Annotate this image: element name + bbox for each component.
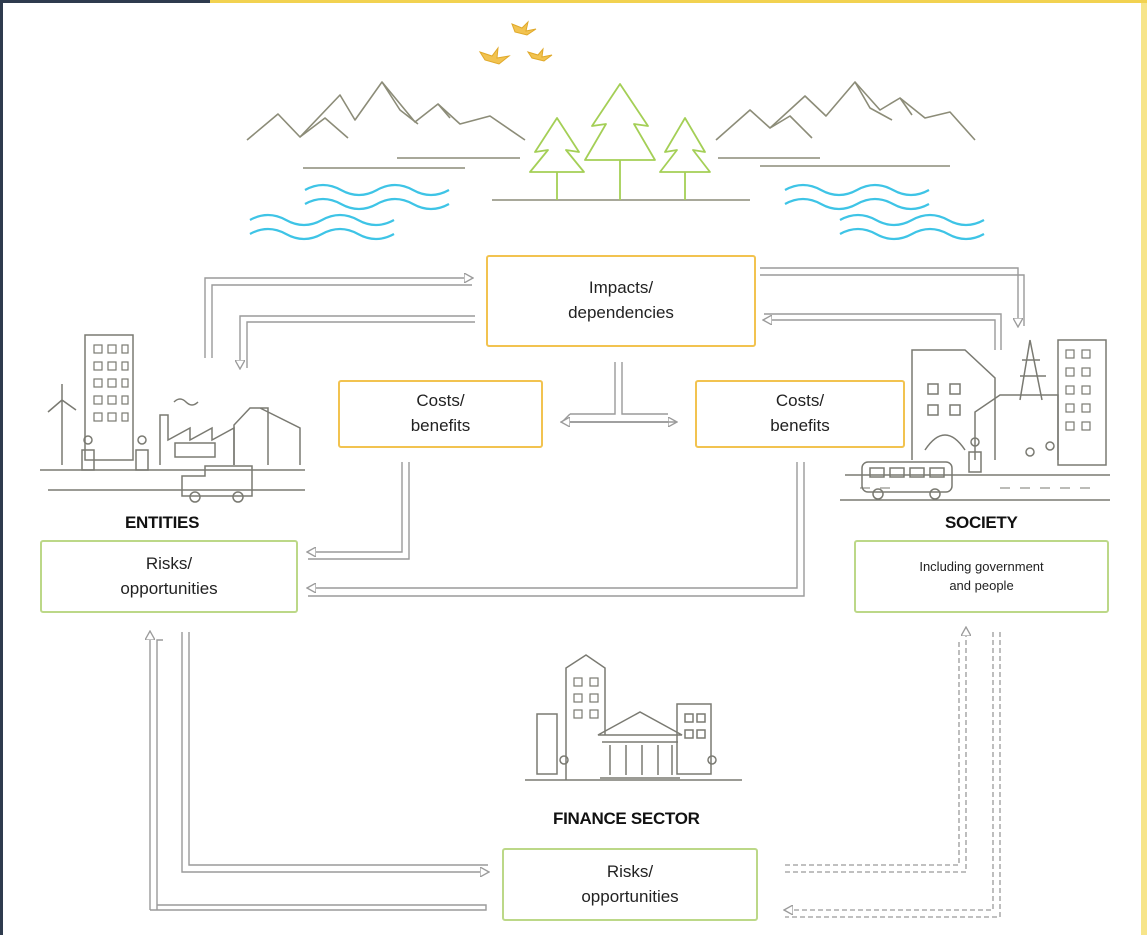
birds-icon xyxy=(478,20,553,65)
finance-illustration xyxy=(525,654,742,781)
mountains-icon xyxy=(246,81,976,201)
dashed-flow-arrows xyxy=(785,628,1001,918)
finance-sector-label: FINANCE SECTOR xyxy=(553,809,700,828)
impacts-dependencies-box: Impacts/ dependencies xyxy=(486,255,756,347)
society-label: SOCIETY xyxy=(945,513,1018,532)
top-accent-strip xyxy=(210,0,1147,3)
trees-icon xyxy=(529,83,711,200)
costs-benefits-left-box: Costs/ benefits xyxy=(338,380,543,448)
society-illustration xyxy=(840,339,1110,501)
water-waves-icon xyxy=(249,183,985,241)
entities-risks-opportunities-box: Risks/ opportunities xyxy=(40,540,298,613)
society-note-box: Including government and people xyxy=(854,540,1109,613)
costs-benefits-right-box: Costs/ benefits xyxy=(695,380,905,448)
entities-illustration xyxy=(40,334,305,503)
entities-label: ENTITIES xyxy=(125,513,200,532)
finance-risks-opportunities-box: Risks/ opportunities xyxy=(502,848,758,921)
flow-arrows xyxy=(150,267,1025,911)
